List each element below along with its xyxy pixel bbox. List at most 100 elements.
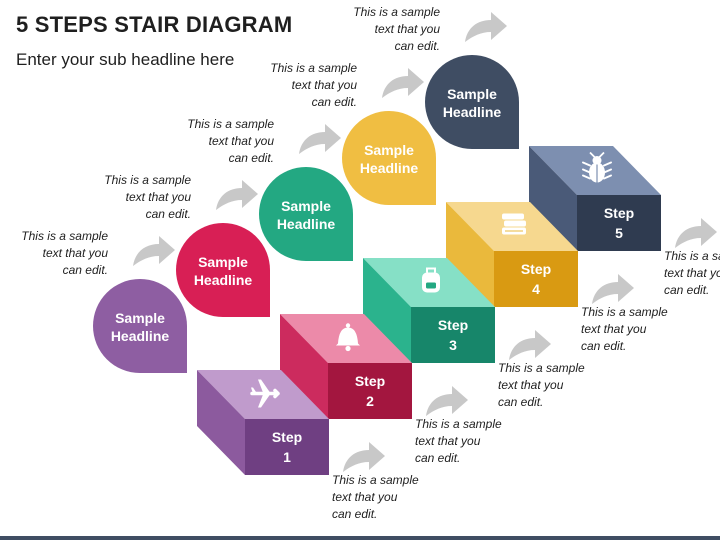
- arrow-bottom-1: [343, 442, 385, 472]
- arrow-shape: [343, 442, 385, 472]
- step-front-face: [494, 251, 578, 307]
- arrow-top-5: [465, 12, 507, 42]
- arrow-shape: [216, 180, 258, 210]
- arrow-shape: [426, 386, 468, 416]
- bug-antenna: [589, 151, 596, 159]
- arrow-top-4: [382, 68, 424, 98]
- note-line: text that you: [125, 190, 191, 204]
- step-label: Step: [355, 373, 385, 389]
- bug-leg: [582, 168, 591, 174]
- note-line: This is a sample: [104, 173, 191, 187]
- arrow-shape: [675, 218, 717, 248]
- note-line: text that you: [415, 434, 481, 448]
- book-top: [502, 213, 524, 220]
- note-line: text that you: [291, 78, 357, 92]
- step-left-face: [280, 314, 328, 419]
- arrow-bottom-2: [426, 386, 468, 416]
- bug-leg: [582, 174, 591, 180]
- bubble-headline-line1: Sample: [281, 198, 331, 214]
- step-label: Step: [272, 429, 302, 445]
- step-label: Step: [438, 317, 468, 333]
- stair-step-1: Step 1: [197, 370, 329, 475]
- pack-pocket: [426, 282, 436, 289]
- arrow-top-3: [299, 124, 341, 154]
- arrow-bottom-5: [675, 218, 717, 248]
- bubble-shape: [425, 55, 519, 149]
- note-line: text that you: [664, 266, 720, 280]
- bubble-shape: [259, 167, 353, 261]
- note-line: can edit.: [62, 263, 108, 277]
- bug-antenna: [598, 151, 605, 159]
- note-line: can edit.: [311, 95, 357, 109]
- note-line: text that you: [374, 22, 440, 36]
- note-line: can edit.: [498, 395, 544, 409]
- note-line: This is a sample: [332, 473, 419, 487]
- backpack-icon: [422, 267, 440, 293]
- note-line: can edit.: [394, 39, 440, 53]
- note-line: This is a sample: [353, 5, 440, 19]
- arrow-shape: [382, 68, 424, 98]
- bubble-headline-line1: Sample: [198, 254, 248, 270]
- bubble-headline-line2: Headline: [111, 328, 170, 344]
- step-left-face: [197, 370, 245, 475]
- bubble-headline-line1: Sample: [447, 86, 497, 102]
- bubble-headline-line2: Headline: [360, 160, 419, 176]
- note-line: text that you: [581, 322, 647, 336]
- bug-head: [592, 156, 602, 165]
- step-number: 2: [366, 393, 374, 409]
- step-front-face: [577, 195, 661, 251]
- bug-leg: [582, 161, 591, 167]
- note-line: can edit.: [228, 151, 274, 165]
- bell-clapper: [345, 345, 351, 352]
- note-top-5: This is a sample text that you can edit.: [340, 4, 440, 55]
- bubble-headline-line1: Sample: [364, 142, 414, 158]
- bell-icon: [336, 323, 360, 352]
- bell-top: [345, 323, 351, 328]
- stair-step-3: Step 3: [363, 258, 495, 363]
- step-number: 5: [615, 225, 623, 241]
- note-line: This is a sample: [498, 361, 585, 375]
- note-line: This is a sample: [21, 229, 108, 243]
- note-line: text that you: [498, 378, 564, 392]
- bug-leg: [603, 161, 612, 167]
- arrow-shape: [592, 274, 634, 304]
- tail-fin: [251, 387, 257, 394]
- note-line: text that you: [208, 134, 274, 148]
- arrow-bottom-3: [509, 330, 551, 360]
- note-line: can edit.: [415, 451, 461, 465]
- bug-leg: [603, 174, 612, 180]
- step-left-face: [529, 146, 577, 251]
- step-front-face: [245, 419, 329, 475]
- step-label: Step: [604, 205, 634, 221]
- arrow-shape: [299, 124, 341, 154]
- note-line: This is a sample: [581, 305, 668, 319]
- arrow-top-2: [216, 180, 258, 210]
- stair-step-2: Step 2: [280, 314, 412, 419]
- note-line: text that you: [42, 246, 108, 260]
- step-number: 4: [532, 281, 540, 297]
- step-front-face: [411, 307, 495, 363]
- arrow-bottom-4: [592, 274, 634, 304]
- pack-handle: [426, 267, 436, 273]
- note-top-1: This is a sample text that you can edit.: [8, 228, 108, 279]
- bubble-headline-line1: Sample: [115, 310, 165, 326]
- step-left-face: [446, 202, 494, 307]
- bubble-shape: [176, 223, 270, 317]
- note-bottom-3: This is a sample text that you can edit.: [498, 360, 598, 411]
- bottom-accent-bar: [0, 536, 720, 540]
- bug-icon: [582, 151, 612, 183]
- step-number: 3: [449, 337, 457, 353]
- wing-top: [258, 379, 270, 393]
- step-number: 1: [283, 449, 291, 465]
- book-middle: [504, 220, 526, 227]
- bubble-headline-line2: Headline: [277, 216, 336, 232]
